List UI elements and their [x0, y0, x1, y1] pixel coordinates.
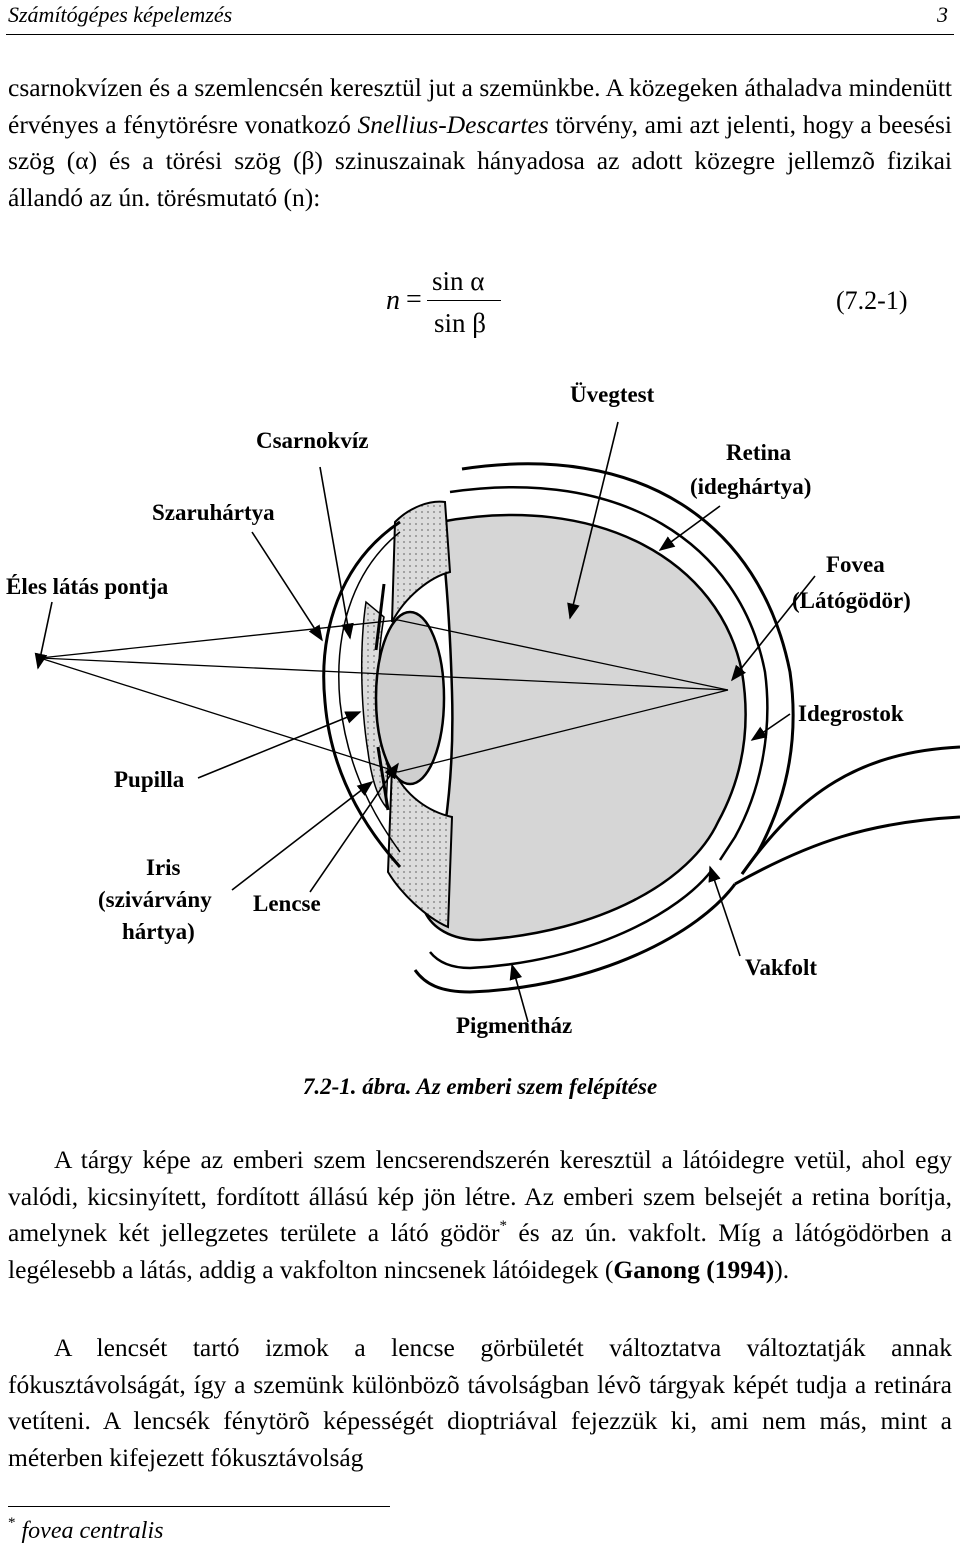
p1-text-1: csarnokvízen és a szemlencsén keresztül … [8, 73, 952, 139]
footnote-text: fovea centralis [21, 1518, 164, 1544]
label-iris-sub-2: hártya) [122, 919, 195, 944]
paragraph-3: A lencsét tartó izmok a lencse görbületé… [8, 1333, 952, 1472]
label-fovea-sub: (Látógödör) [792, 588, 911, 613]
formula-lhs: n [386, 285, 400, 316]
equation-number: (7.2-1) [836, 286, 908, 315]
p1-text-2: törvény, ami azt jelenti, hogy a beesési… [8, 109, 952, 212]
running-title: Számítógépes képelemzés [8, 2, 233, 27]
label-pupilla: Pupilla [114, 767, 185, 792]
paragraph-1: csarnokvízen és a szemlencsén keresztül … [8, 70, 952, 216]
label-fovea: Fovea [826, 552, 885, 577]
p2-text-3: ). [774, 1254, 790, 1284]
formula-numerator: sin α [432, 266, 485, 296]
label-idegrostok: Idegrostok [798, 701, 904, 726]
label-eles-latas: Éles látás pontja [6, 574, 169, 599]
label-retina-sub: (ideghártya) [690, 474, 811, 499]
label-pigmentham: Pigmentház [456, 1013, 572, 1038]
iris-lower [376, 746, 390, 811]
optic-nerve [740, 745, 960, 875]
light-rays [39, 619, 729, 773]
pointer-lines [34, 421, 816, 1023]
p2-text-2: és az ún. vakfolt. Míg a látógödörben a … [8, 1218, 952, 1284]
label-iris: Iris [146, 855, 181, 880]
eye-diagram: Üvegtest Csarnokvíz Retina (ideghártya) … [6, 382, 960, 1038]
paragraph-2: A tárgy képe az emberi szem lencserendsz… [8, 1142, 952, 1288]
fraction-bar [427, 300, 501, 301]
law-name: Snellius-Descartes [357, 109, 549, 139]
footnote: * fovea centralis [8, 1515, 164, 1545]
formula-equals: = [406, 284, 422, 315]
label-retina: Retina [726, 440, 792, 465]
label-csarnokviz: Csarnokvíz [256, 428, 368, 453]
label-vakfolt: Vakfolt [745, 955, 817, 980]
lens [374, 610, 446, 786]
label-lencse: Lencse [253, 891, 321, 916]
cornea [322, 520, 402, 869]
citation: Ganong (1994) [613, 1254, 775, 1284]
label-iris-sub-1: (szivárvány [98, 887, 212, 912]
running-header: Számítógépes képelemzés 3 [6, 0, 954, 35]
label-szaruhartya: Szaruhártya [152, 500, 275, 525]
optic-nerve-lower [734, 815, 960, 886]
footnote-reference: * [499, 1217, 508, 1234]
p2-text-1: A tárgy képe az emberi szem lencserendsz… [8, 1145, 952, 1247]
vitreous-body [423, 513, 747, 942]
footnote-mark: * [8, 1515, 16, 1531]
figure-caption: 7.2-1. ábra. Az emberi szem felépítése [302, 1074, 658, 1099]
choroid-layer [429, 485, 769, 970]
iris-upper [374, 583, 386, 651]
label-uvegtest: Üvegtest [570, 382, 655, 407]
formula-denominator: sin β [434, 308, 486, 338]
page-number: 3 [937, 2, 948, 27]
ciliary-body-upper [391, 500, 452, 623]
footnote-rule [8, 1506, 390, 1507]
refraction-formula: n = sin α sin β (7.2-1) [0, 262, 960, 342]
ciliary-body-lower [386, 766, 454, 929]
